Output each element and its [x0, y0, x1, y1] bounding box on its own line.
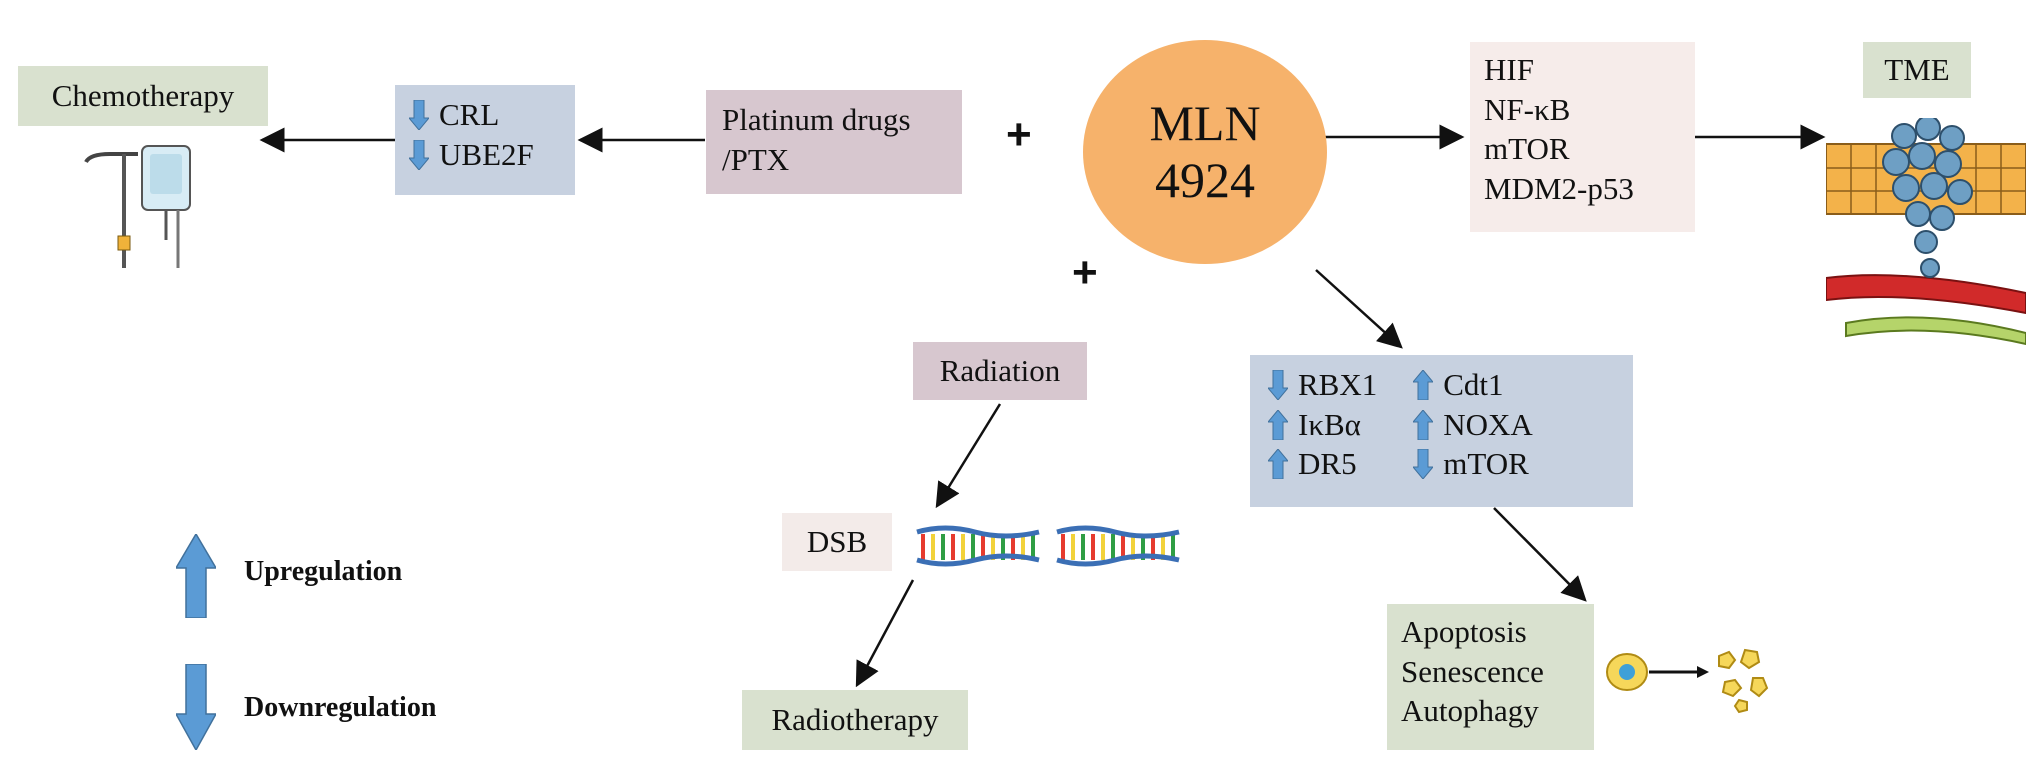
target-mtor-label: mTOR [1443, 446, 1529, 482]
ube2f-row: UBE2F [409, 135, 575, 175]
radiation-box: Radiation [913, 342, 1087, 400]
outcome-apoptosis: Apoptosis [1401, 614, 1527, 649]
tme-label: TME [1884, 52, 1950, 88]
down-arrow-icon [409, 99, 429, 130]
dsb-label: DSB [806, 524, 868, 560]
dsb-box: DSB [782, 513, 892, 571]
platinum-ptx-box: Platinum drugs /PTX [706, 90, 962, 194]
legend-down-label: Downregulation [244, 692, 437, 723]
mln4924-circle: MLN 4924 [1083, 40, 1327, 264]
arrow-targets-to-outcomes [1493, 507, 1587, 602]
chemotherapy-label: Chemotherapy [51, 78, 235, 114]
pathway-hif: HIF [1484, 52, 1534, 87]
legend-up-label: Upregulation [244, 556, 403, 587]
outcome-senescence: Senescence [1401, 653, 1544, 689]
up-arrow-icon [1268, 449, 1288, 480]
target-dr5-label: DR5 [1298, 446, 1357, 482]
outcomes-box: Apoptosis Senescence Autophagy [1387, 604, 1594, 750]
ube2f-label: UBE2F [439, 136, 534, 172]
radiotherapy-box: Radiotherapy [742, 690, 968, 750]
iv-drip-icon [84, 145, 191, 268]
targets-box: RBX1 IκBα DR5 Cdt1 NOXA mTOR [1250, 355, 1633, 507]
arrow-dsb-to-radiotherapy [855, 579, 915, 688]
tumor-microenvironment-icon [1826, 118, 2026, 346]
crl-ube2f-box: CRL UBE2F [395, 85, 575, 195]
platinum-line-1: Platinum drugs [722, 102, 911, 137]
arrow-radiation-to-dsb [935, 403, 1002, 509]
target-cdt1: Cdt1 [1413, 365, 1533, 405]
arrow-mln-to-targets [1315, 269, 1403, 349]
pathway-mdm2-p53: MDM2-p53 [1484, 171, 1634, 207]
plus-sign: + [1072, 248, 1098, 297]
target-rbx1-label: RBX1 [1298, 367, 1378, 402]
targets-left-column: RBX1 IκBα DR5 [1268, 365, 1377, 507]
target-noxa-label: NOXA [1443, 406, 1533, 442]
pathways-box: HIF NF-κB mTOR MDM2-p53 [1470, 42, 1695, 232]
down-arrow-icon [1268, 369, 1288, 400]
target-mtor: mTOR [1413, 444, 1533, 484]
down-arrow-icon [409, 139, 429, 170]
radiotherapy-label: Radiotherapy [771, 702, 939, 738]
chemotherapy-box: Chemotherapy [18, 66, 268, 126]
dna-double-helix-icon [916, 525, 1180, 567]
target-rbx1: RBX1 [1268, 365, 1377, 405]
down-arrow-icon [1413, 449, 1434, 480]
legend-down-arrow-icon [176, 664, 216, 750]
target-noxa: NOXA [1413, 405, 1533, 445]
legend-up-arrow-icon [176, 534, 216, 618]
up-arrow-icon [1413, 409, 1434, 440]
target-dr5: DR5 [1268, 444, 1377, 484]
target-ikba: IκBα [1268, 405, 1377, 445]
outcome-autophagy: Autophagy [1401, 693, 1539, 729]
radiation-label: Radiation [939, 353, 1061, 389]
target-cdt1-label: Cdt1 [1443, 367, 1504, 402]
crl-label: CRL [439, 97, 500, 132]
crl-row: CRL [409, 95, 575, 135]
up-arrow-icon [1413, 369, 1434, 400]
pathway-mtor: mTOR [1484, 131, 1570, 167]
cell-apoptosis-icon [1606, 648, 1769, 714]
up-arrow-icon [1268, 409, 1288, 440]
4924-label: 4924 [1155, 152, 1255, 208]
target-ikba-label: IκBα [1298, 406, 1361, 442]
targets-right-column: Cdt1 NOXA mTOR [1413, 365, 1533, 507]
platinum-line-2: /PTX [722, 141, 790, 177]
plus-sign: + [1006, 110, 1032, 159]
tme-box: TME [1863, 42, 1971, 98]
mln-label: MLN [1149, 94, 1261, 151]
pathway-nfkb: NF-κB [1484, 91, 1571, 127]
